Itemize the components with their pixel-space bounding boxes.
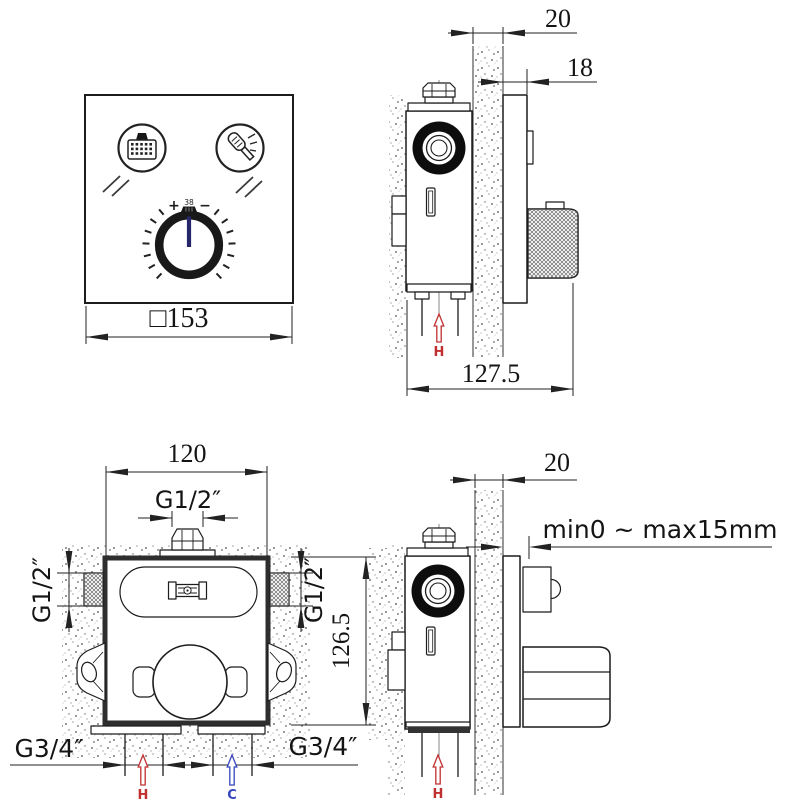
- spirit-level: [167, 581, 208, 600]
- diverter-button-side[interactable]: [522, 566, 562, 613]
- supply-pipes: [421, 733, 459, 777]
- supply-pipes: [421, 299, 459, 336]
- temperature-dial[interactable]: + 38 −: [142, 198, 236, 280]
- depth-range-label: min0 ~ max15mm: [543, 515, 778, 544]
- rough-in-front-view: 120 G1/2″ G1/2″ G1/2″: [10, 439, 398, 801]
- dial-plus-label: +: [168, 198, 180, 214]
- right-port-label: G1/2″: [300, 557, 328, 623]
- cartridge-housing: [132, 644, 248, 720]
- left-mounting-ear: [76, 642, 106, 702]
- hot-flow-arrow: [137, 753, 149, 786]
- trim-plate: [502, 555, 521, 728]
- hex-bolt: [422, 82, 456, 98]
- outlet-port: [411, 564, 465, 618]
- hand-shower-icon: [227, 132, 258, 162]
- dimension-wall-20: 20: [448, 4, 577, 44]
- dimension-height-126-5: 126.5: [291, 556, 376, 726]
- dimension-left-port: G1/2″: [28, 548, 88, 632]
- cold-flow-arrow: [226, 753, 238, 786]
- cartridge-slot: [425, 187, 436, 217]
- total-depth-label: 127.5: [462, 359, 521, 388]
- dial-tick-marks: [142, 208, 236, 280]
- dial-minus-label: −: [199, 198, 211, 214]
- size-label: □153: [150, 303, 209, 334]
- mount-bracket: [391, 195, 407, 215]
- dimension-depth-range: min0 ~ max15mm: [466, 515, 777, 559]
- hand-shower-button: [215, 123, 265, 173]
- dimension-top-port: G1/2″: [138, 486, 238, 527]
- bottom-flange: [90, 725, 182, 735]
- temperature-handle-side[interactable]: [522, 646, 611, 728]
- wall-section: [474, 490, 504, 795]
- dimension-plate-18: 18: [478, 53, 597, 94]
- top-hex-port: [171, 528, 204, 551]
- rain-shower-button: [117, 123, 167, 173]
- dimension-wall-20: 20: [450, 448, 577, 488]
- front-trim-view: + 38 − □153: [84, 94, 294, 344]
- dial-temp-label: 38: [184, 198, 194, 207]
- hot-flow-arrow: [432, 753, 444, 785]
- bottom-left-port-label: G3/4″: [15, 734, 84, 763]
- height-label: 126.5: [328, 613, 355, 669]
- temperature-knob-side[interactable]: [527, 201, 579, 279]
- right-side-port: [269, 572, 290, 607]
- right-mounting-ear: [267, 642, 297, 702]
- hex-bolt: [422, 527, 456, 543]
- dimension-width-153: □153: [85, 303, 293, 344]
- wall-thickness-label: 20: [544, 448, 570, 477]
- base-strip: [408, 727, 470, 733]
- plate-depth-label: 18: [567, 53, 593, 82]
- dimension-width-120: 120: [105, 439, 268, 556]
- installed-side-view: H 20 18 127.5: [389, 4, 597, 396]
- dimension-depth-127-5: 127.5: [406, 283, 574, 396]
- hot-flow-arrow: [433, 312, 445, 343]
- valve-body: [387, 527, 471, 733]
- hot-label: H: [433, 787, 444, 801]
- adjustable-side-view: H 20 min0 ~ max15mm: [387, 448, 777, 801]
- rain-shower-icon: [127, 133, 157, 160]
- mount-bracket: [391, 631, 406, 651]
- dimension-bottom-ports: G3/4″ G3/4″: [10, 732, 358, 769]
- trim-plate: [502, 94, 528, 304]
- bottom-pipes: [124, 734, 253, 776]
- bolt-washer: [424, 541, 454, 549]
- hot-label: H: [138, 788, 149, 801]
- top-port-label: G1/2″: [155, 486, 221, 514]
- dial-notch-ridges: [185, 207, 193, 212]
- valve-body: [391, 82, 473, 300]
- plate-tab: [526, 130, 534, 165]
- cold-label: C: [227, 788, 237, 801]
- width-label: 120: [168, 439, 207, 468]
- hot-label: H: [434, 345, 445, 360]
- bolt-washer: [424, 96, 454, 104]
- left-port-label: G1/2″: [28, 557, 56, 623]
- bottom-flange: [197, 725, 266, 735]
- outlet-port: [412, 121, 466, 175]
- mount-bracket: [391, 213, 407, 247]
- bottom-right-port-label: G3/4″: [289, 732, 358, 761]
- wall-section: [472, 46, 504, 357]
- wall-thickness-label: 20: [545, 4, 571, 33]
- mount-bracket: [387, 649, 406, 691]
- cartridge-slot: [425, 626, 436, 656]
- left-side-port: [83, 572, 104, 607]
- etch-marks-left: [102, 175, 130, 197]
- etch-marks-right: [235, 176, 263, 198]
